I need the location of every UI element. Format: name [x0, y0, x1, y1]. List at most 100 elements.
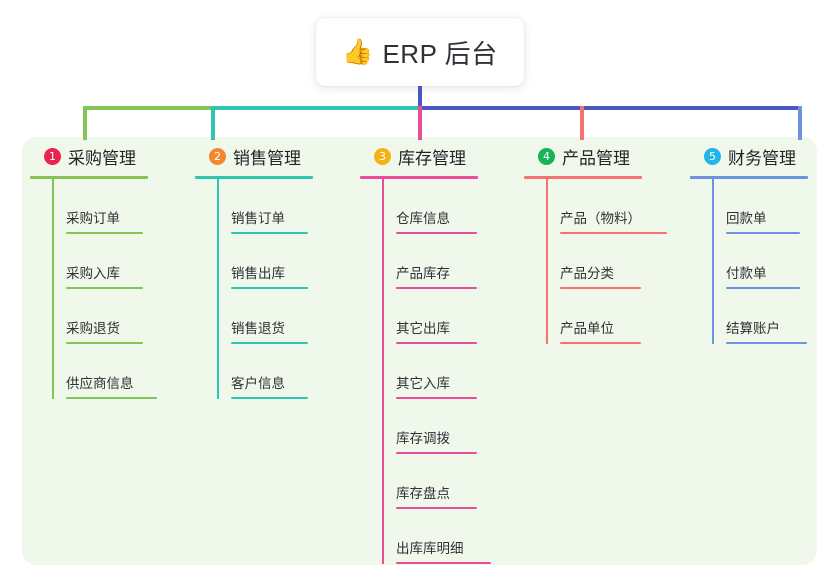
thumbs-up-icon: 👍 — [342, 37, 374, 66]
leaf-item[interactable]: 仓库信息 — [382, 179, 515, 234]
leaf-item[interactable]: 库存调拨 — [382, 399, 515, 454]
leaf-item[interactable]: 销售出库 — [217, 234, 350, 289]
leaf-item[interactable]: 结算账户 — [712, 289, 839, 344]
leaf-underline — [560, 287, 641, 289]
branch-number-badge: 2 — [209, 147, 226, 165]
leaf-underline — [560, 342, 641, 344]
leaf-item[interactable]: 产品单位 — [546, 289, 679, 344]
leaf-item[interactable]: 产品分类 — [546, 234, 679, 289]
leaf-underline — [231, 342, 308, 344]
leaf-underline — [396, 342, 477, 344]
branch-title-label: 财务管理 — [728, 148, 796, 168]
connector-hbar-2 — [211, 106, 420, 110]
branch-underline — [690, 176, 808, 179]
branch-column-库存管理: 3 库存管理仓库信息产品库存其它出库其它入库库存调拨库存盘点出库库明细 — [360, 143, 515, 564]
leaf-item-label: 销售退货 — [231, 321, 285, 336]
leaf-item-label: 供应商信息 — [66, 376, 134, 391]
leaf-underline — [396, 507, 477, 509]
branch-underline — [524, 176, 642, 179]
branch-spine — [52, 179, 54, 399]
leaf-item-label: 出库库明细 — [396, 541, 464, 556]
branch-spine — [546, 179, 548, 344]
branch-header-财务管理[interactable]: 5 财务管理 — [690, 143, 839, 169]
connector-drop-2 — [211, 106, 215, 140]
leaf-underline — [396, 562, 491, 564]
branch-header-库存管理[interactable]: 3 库存管理 — [360, 143, 515, 169]
branch-number-badge: 1 — [44, 147, 61, 165]
leaf-item[interactable]: 回款单 — [712, 179, 839, 234]
leaf-item-label: 结算账户 — [726, 321, 780, 336]
leaf-item[interactable]: 产品库存 — [382, 234, 515, 289]
leaf-item[interactable]: 销售订单 — [217, 179, 350, 234]
branch-header-产品管理[interactable]: 4 产品管理 — [524, 143, 679, 169]
leaf-underline — [726, 287, 800, 289]
branch-leaf-list: 回款单付款单结算账户 — [690, 179, 839, 344]
leaf-underline — [231, 232, 308, 234]
branch-leaf-list: 销售订单销售出库销售退货客户信息 — [195, 179, 350, 399]
leaf-underline — [66, 342, 143, 344]
branch-spine — [712, 179, 714, 344]
branch-column-产品管理: 4 产品管理产品（物料） 产品分类产品单位 — [524, 143, 679, 344]
leaf-item[interactable]: 其它出库 — [382, 289, 515, 344]
leaf-item-label: 产品（物料） — [560, 211, 641, 226]
leaf-item-label: 销售订单 — [231, 211, 285, 226]
leaf-item[interactable]: 客户信息 — [217, 344, 350, 399]
leaf-item[interactable]: 其它入库 — [382, 344, 515, 399]
leaf-underline — [396, 397, 477, 399]
leaf-underline — [231, 287, 308, 289]
leaf-item-label: 回款单 — [726, 211, 767, 226]
branch-leaf-list: 产品（物料） 产品分类产品单位 — [524, 179, 679, 344]
leaf-item[interactable]: 采购入库 — [52, 234, 185, 289]
connector-hbar-1 — [83, 106, 213, 110]
branch-title-label: 库存管理 — [398, 148, 466, 168]
leaf-item-label: 客户信息 — [231, 376, 285, 391]
branch-title-label: 销售管理 — [233, 148, 301, 168]
leaf-item-label: 产品单位 — [560, 321, 614, 336]
leaf-underline — [66, 232, 143, 234]
branch-header-采购管理[interactable]: 1 采购管理 — [30, 143, 185, 169]
leaf-underline — [396, 287, 477, 289]
branch-number-badge: 3 — [374, 147, 391, 165]
leaf-item-label: 产品库存 — [396, 266, 450, 281]
leaf-item-label: 其它入库 — [396, 376, 450, 391]
leaf-item[interactable]: 产品（物料） — [546, 179, 679, 234]
branch-number-badge: 4 — [538, 147, 555, 165]
branch-header-销售管理[interactable]: 2 销售管理 — [195, 143, 350, 169]
branch-column-销售管理: 2 销售管理销售订单销售出库销售退货客户信息 — [195, 143, 350, 399]
leaf-item[interactable]: 销售退货 — [217, 289, 350, 344]
leaf-item[interactable]: 供应商信息 — [52, 344, 185, 399]
leaf-underline — [66, 287, 143, 289]
leaf-underline — [726, 342, 807, 344]
branch-underline — [195, 176, 313, 179]
leaf-item-label: 采购订单 — [66, 211, 120, 226]
leaf-item-label: 库存调拨 — [396, 431, 450, 446]
connector-trunk — [418, 86, 422, 108]
root-node-label: ERP 后台 — [382, 38, 498, 69]
leaf-underline — [396, 452, 477, 454]
leaf-item-label: 采购入库 — [66, 266, 120, 281]
branch-number-badge: 5 — [704, 147, 721, 165]
connector-drop-5 — [798, 106, 802, 140]
leaf-item[interactable]: 采购订单 — [52, 179, 185, 234]
leaf-item-label: 付款单 — [726, 266, 767, 281]
branch-title-label: 产品管理 — [562, 148, 630, 168]
leaf-item-label: 仓库信息 — [396, 211, 450, 226]
leaf-item[interactable]: 出库库明细 — [382, 509, 515, 564]
leaf-underline — [66, 397, 157, 399]
leaf-item-label: 库存盘点 — [396, 486, 450, 501]
leaf-item[interactable]: 库存盘点 — [382, 454, 515, 509]
branch-leaf-list: 采购订单采购入库采购退货供应商信息 — [30, 179, 185, 399]
leaf-underline — [560, 232, 667, 234]
leaf-underline — [231, 397, 308, 399]
root-node[interactable]: 👍 ERP 后台 — [316, 18, 524, 86]
leaf-underline — [396, 232, 477, 234]
branch-title-label: 采购管理 — [68, 148, 136, 168]
branch-spine — [217, 179, 219, 399]
leaf-item-label: 其它出库 — [396, 321, 450, 336]
leaf-item-label: 产品分类 — [560, 266, 614, 281]
leaf-item-label: 销售出库 — [231, 266, 285, 281]
leaf-item[interactable]: 采购退货 — [52, 289, 185, 344]
leaf-item[interactable]: 付款单 — [712, 234, 839, 289]
branch-underline — [30, 176, 148, 179]
